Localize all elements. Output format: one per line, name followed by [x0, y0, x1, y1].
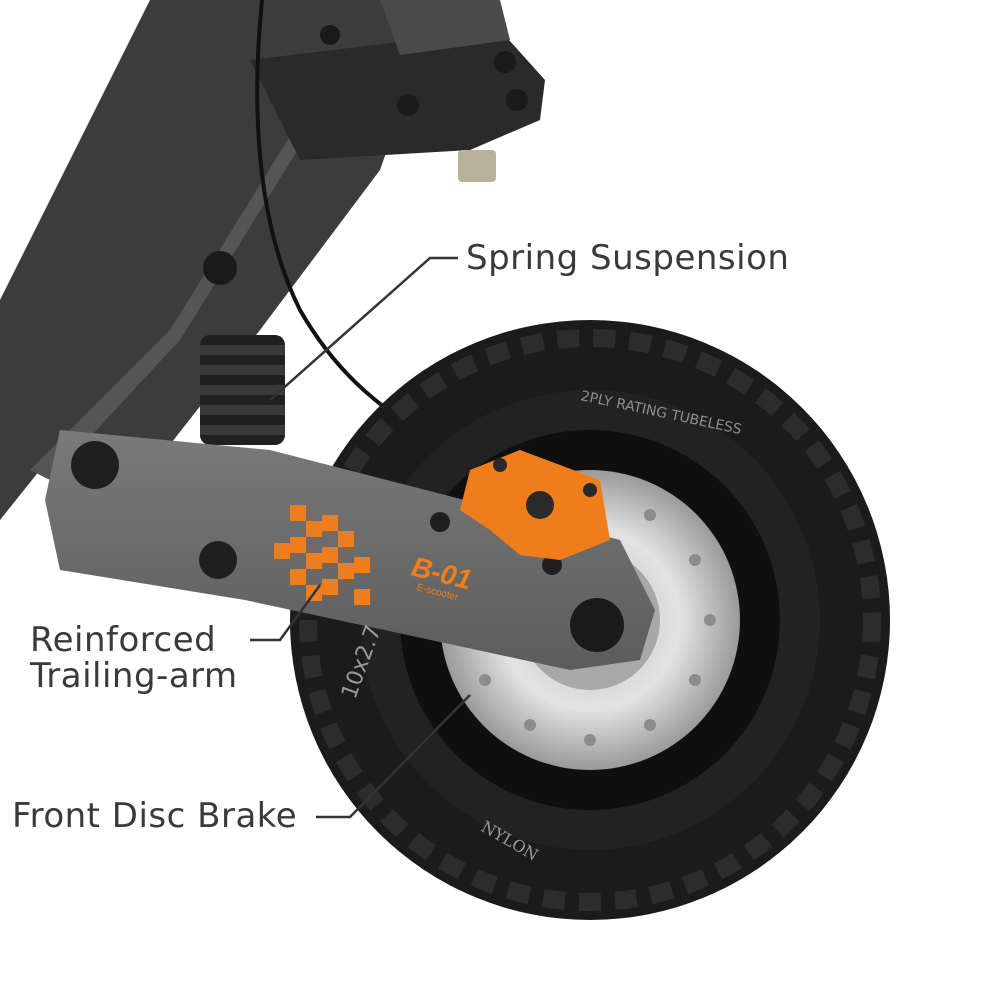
bolt	[506, 89, 528, 111]
callout-trailing-arm-line1: Reinforced	[30, 620, 217, 660]
bolt	[458, 150, 496, 182]
stem-clamp-plate	[250, 30, 545, 160]
bolt	[494, 51, 516, 73]
arm-bolt	[430, 512, 450, 532]
bolt	[320, 25, 340, 45]
bolt	[203, 251, 237, 285]
bolt	[397, 94, 419, 116]
callout-spring-suspension: Spring Suspension	[466, 238, 790, 278]
suspension-spring	[200, 335, 285, 445]
axle-nut	[570, 598, 624, 652]
checker-decal	[274, 505, 370, 605]
arm-bolt	[199, 541, 237, 579]
trailing-arm	[45, 430, 655, 670]
callout-trailing-arm-line2: Trailing-arm	[30, 656, 238, 696]
arm-bolt	[71, 441, 119, 489]
leader-line-arm	[250, 584, 322, 642]
brake-caliper	[460, 450, 610, 560]
callout-front-disc-brake: Front Disc Brake	[12, 796, 298, 836]
callout-trailing-arm: Reinforced Trailing-arm	[30, 622, 238, 694]
leader-line-brake	[316, 694, 471, 819]
tire-tread-ring	[299, 329, 881, 911]
arm-bolt	[542, 555, 562, 575]
leader-line-spring	[269, 256, 458, 401]
stem-upper	[380, 0, 510, 55]
